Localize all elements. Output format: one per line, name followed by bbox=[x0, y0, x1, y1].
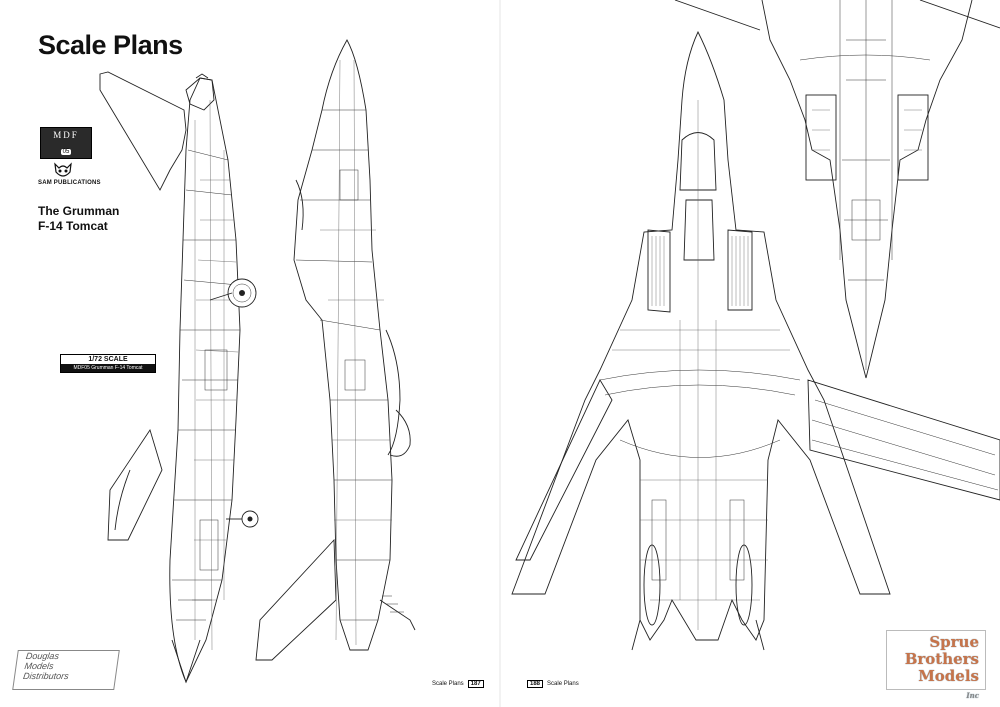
scale-box: 1/72 SCALE MDF05 Grumman F-14 Tomcat bbox=[60, 354, 156, 373]
side-view-drawing bbox=[99, 71, 259, 684]
gutter bbox=[499, 0, 501, 707]
mdf-logo-subtitle: F-14 TOMCAT bbox=[47, 159, 85, 165]
left-page: Scale Plans MDF 05 F-14 TOMCAT SAM PUBLI… bbox=[12, 30, 484, 690]
scale-caption: MDF05 Grumman F-14 Tomcat bbox=[61, 364, 155, 372]
watermark-line2: Brothers bbox=[904, 650, 979, 668]
mdf-logo-number: 05 bbox=[60, 149, 72, 155]
underside-side-view-drawing bbox=[255, 39, 416, 661]
aircraft-title-line2: F-14 Tomcat bbox=[38, 219, 108, 233]
mdf-logo-text: MDF bbox=[53, 130, 79, 140]
page-title: Scale Plans bbox=[38, 30, 183, 60]
left-folio-section: Scale Plans bbox=[432, 681, 464, 687]
bottom-view-drawing bbox=[674, 0, 1000, 379]
left-folio-page: 187 bbox=[467, 680, 484, 688]
watermark-line1: Sprue bbox=[929, 633, 979, 651]
top-view-drawing bbox=[511, 30, 1000, 651]
mdf-logo: MDF 05 F-14 TOMCAT bbox=[40, 127, 92, 165]
publisher-name: SAM PUBLICATIONS bbox=[38, 180, 101, 186]
sam-owl-icon bbox=[54, 162, 72, 177]
right-folio-section: Scale Plans bbox=[547, 681, 579, 687]
watermark-suffix: Inc bbox=[966, 691, 979, 700]
watermark-line3: Models bbox=[918, 667, 979, 685]
scale-label: 1/72 SCALE bbox=[61, 355, 155, 364]
right-folio-page: 188 bbox=[527, 680, 544, 688]
aircraft-title-line1: The Grumman bbox=[38, 204, 120, 218]
aircraft-title: The Grumman F-14 Tomcat bbox=[38, 204, 119, 234]
